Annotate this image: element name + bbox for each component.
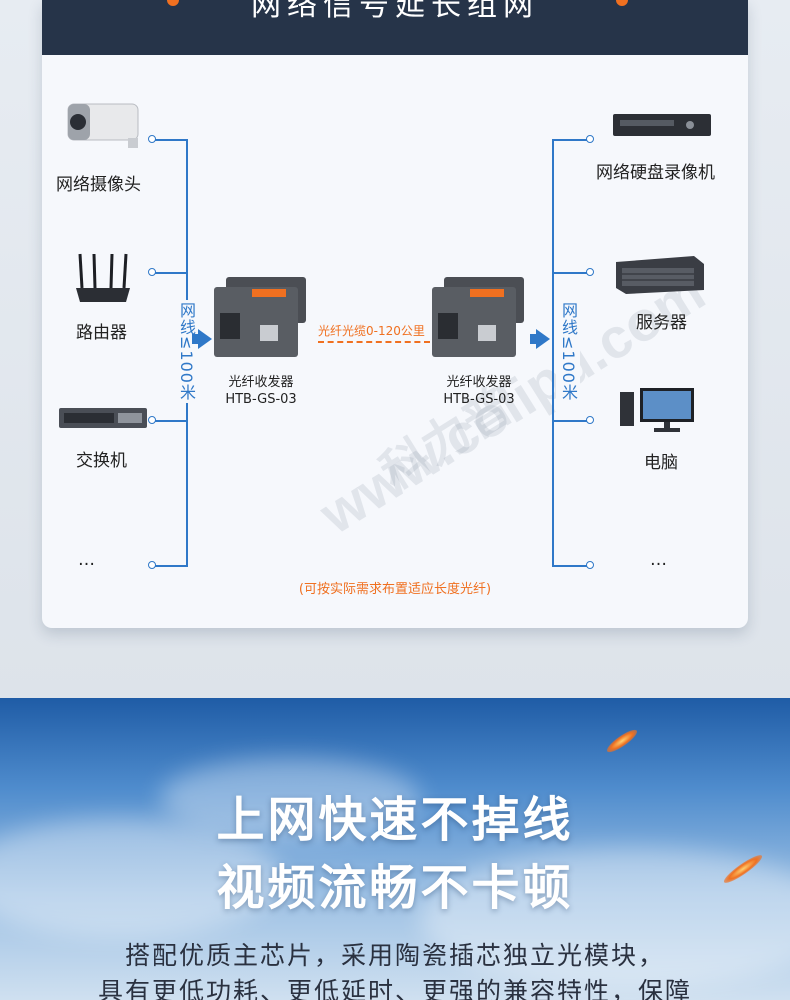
right-connector	[552, 139, 588, 141]
panel-header: 网络信号延长组网	[42, 0, 748, 55]
right-device-label: 电脑	[644, 453, 678, 473]
left-cable-length: 网线≤100米	[174, 300, 198, 403]
left-device-label: …	[78, 550, 95, 570]
right-connector-dot	[586, 561, 594, 569]
fiber-converter-icon	[432, 277, 524, 357]
left-connector	[154, 272, 188, 274]
right-connector	[552, 420, 588, 422]
left-connector-dot	[148, 135, 156, 143]
right-arrow-stem	[530, 334, 538, 344]
promo-section: 上网快速不掉线 视频流畅不卡顿 搭配优质主芯片，采用陶瓷插芯独立光模块， 具有更…	[0, 698, 790, 1000]
fiber-length-note: (可按实际需求布置适应长度光纤)	[298, 582, 492, 597]
right-converter-name: 光纤收发器	[446, 375, 512, 390]
right-device-label: 服务器	[636, 313, 687, 333]
promo-headline-1: 上网快速不掉线	[216, 792, 574, 848]
right-converter-model: HTB-GS-03	[443, 392, 515, 407]
left-connector-dot	[148, 561, 156, 569]
right-arrow-icon	[536, 329, 550, 349]
cloud	[420, 848, 790, 988]
right-connector-dot	[586, 135, 594, 143]
left-device-label: 路由器	[76, 323, 127, 343]
network-diagram-panel: 网络信号延长组网 科力普 www.colipu.com 网络摄像头 路由器 交换…	[42, 0, 748, 628]
fiber-length-label: 光纤光缆0-120公里	[318, 324, 425, 338]
computer-icon	[620, 388, 694, 432]
server-icon	[616, 256, 704, 294]
left-arrow-stem	[192, 334, 200, 344]
left-connector	[154, 565, 188, 567]
left-device-label: 网络摄像头	[56, 175, 141, 195]
left-connector-dot	[148, 416, 156, 424]
nvr-icon	[613, 114, 711, 136]
switch-icon	[59, 408, 147, 428]
promo-headline-2: 视频流畅不卡顿	[216, 860, 574, 916]
right-cable-length: 网线≤100米	[556, 300, 580, 403]
right-connector	[552, 272, 588, 274]
meteor-decoration	[604, 726, 640, 756]
fiber-link-line	[318, 341, 430, 343]
header-orange-dot	[616, 0, 628, 6]
left-connector-dot	[148, 268, 156, 276]
cloud	[0, 818, 280, 938]
fiber-converter-icon	[214, 277, 306, 357]
left-converter-model: HTB-GS-03	[225, 392, 297, 407]
left-connector	[154, 420, 188, 422]
cloud	[160, 758, 420, 838]
promo-body-line-1: 搭配优质主芯片，采用陶瓷插芯独立光模块，	[124, 941, 665, 970]
left-converter-name: 光纤收发器	[228, 375, 294, 390]
right-bracket-line	[552, 139, 554, 567]
right-connector-dot	[586, 268, 594, 276]
promo-body-line-2: 具有更低功耗、更低延时、更强的兼容特性，保障	[97, 977, 692, 1000]
right-device-label: 网络硬盘录像机	[596, 163, 715, 183]
camera-icon	[67, 103, 139, 148]
right-device-label: …	[650, 550, 667, 570]
left-arrow-icon	[198, 329, 212, 349]
header-orange-dot	[167, 0, 179, 6]
router-icon	[76, 253, 130, 302]
left-connector	[154, 139, 188, 141]
right-connector-dot	[586, 416, 594, 424]
right-connector	[552, 565, 588, 567]
left-device-label: 交换机	[76, 451, 127, 471]
page-title: 网络信号延长组网	[251, 0, 539, 23]
